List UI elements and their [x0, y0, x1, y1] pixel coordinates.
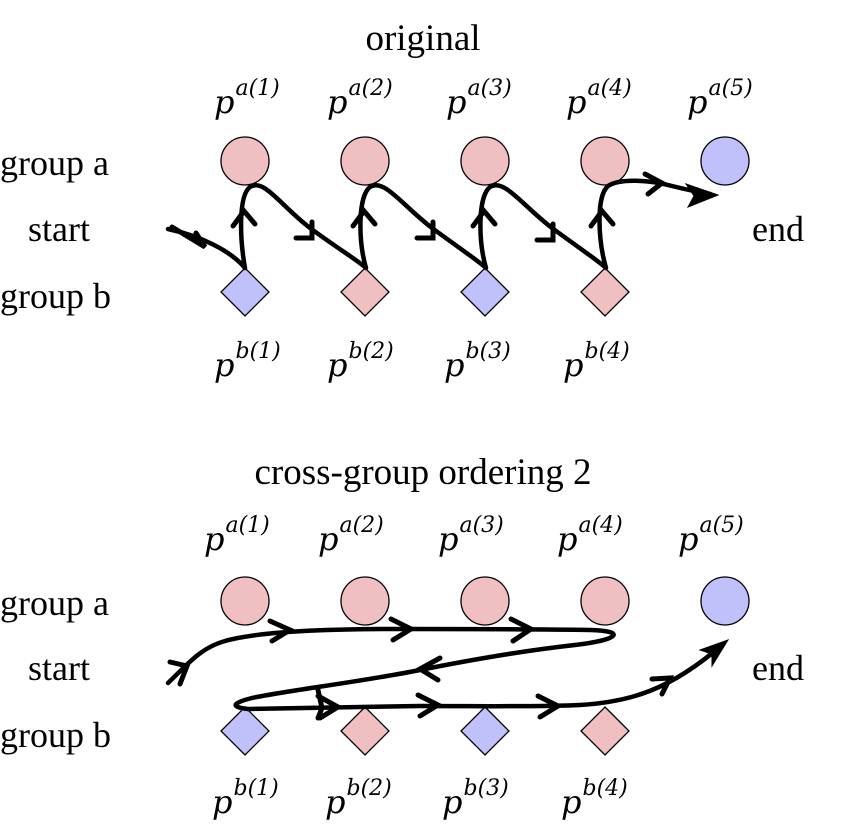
- node-pa5: [700, 136, 750, 186]
- label-group-a: group a: [0, 143, 109, 183]
- label-group-b: group b: [0, 276, 111, 316]
- arrow-back: [415, 655, 443, 683]
- node-pa3-cross: [460, 576, 510, 626]
- label-end-cross: end: [752, 648, 804, 688]
- arrow-bot-3: [535, 693, 564, 720]
- group-b-nodes-original: [220, 267, 630, 317]
- arrow-up-4: [588, 206, 616, 229]
- group-b-nodes-cross: [220, 706, 630, 756]
- node-pb1-cross: [220, 706, 270, 756]
- arrow-mid-top: [642, 171, 667, 197]
- bottom-node-labels-original: pb(1) pb(2) pb(3) pb(4): [214, 339, 630, 384]
- label-start: start: [28, 209, 90, 249]
- arrow-down-1: [293, 219, 315, 241]
- label-pa5-cross: pa(5): [678, 513, 744, 558]
- label-pb2-cross: pb(2): [325, 776, 392, 821]
- node-pb2-cross: [340, 706, 390, 756]
- arrow-start: [169, 224, 208, 250]
- label-group-a-cross: group a: [0, 583, 109, 623]
- panel-original: original pa(1) pa(2) pa(3) pa(4) pa(5) g…: [0, 18, 804, 384]
- label-pb4: pb(4): [563, 339, 630, 384]
- label-pb3-cross: pb(3): [442, 776, 509, 821]
- label-pa1-cross: pa(1): [204, 513, 270, 558]
- top-node-labels-original: pa(1) pa(2) pa(3) pa(4) pa(5): [214, 76, 753, 121]
- arrow-bot-2: [415, 692, 444, 719]
- path-arrows-cross: [167, 616, 730, 721]
- arrow-up-3: [470, 206, 498, 229]
- arrow-bot-1: [315, 693, 343, 721]
- label-pa4-cross: pa(4): [557, 513, 623, 558]
- arrow-down-3: [534, 221, 556, 243]
- node-pa4: [580, 136, 630, 186]
- label-start-cross: start: [28, 648, 90, 688]
- arrow-rise: [649, 675, 675, 697]
- node-pb4: [580, 267, 630, 317]
- path-arrows-original: [169, 171, 720, 250]
- arrow-top-2: [388, 616, 417, 643]
- arrow-end: [684, 183, 720, 208]
- panel-title-cross-group: cross-group ordering 2: [254, 452, 591, 493]
- ordering-path-original: [165, 178, 713, 271]
- node-pa1: [220, 136, 270, 186]
- node-pb2: [340, 267, 390, 317]
- label-pa1: pa(1): [214, 76, 280, 121]
- arrow-top-1: [267, 618, 296, 644]
- label-end: end: [752, 209, 804, 249]
- group-a-nodes-original: [220, 136, 750, 186]
- label-pb4-cross: pb(4): [561, 776, 628, 821]
- node-pb3: [460, 267, 510, 317]
- node-pa5-cross: [700, 576, 750, 626]
- panel-title-original: original: [365, 18, 480, 59]
- arrow-top-3: [508, 616, 536, 644]
- arrow-up-2: [350, 206, 378, 229]
- arrow-end-cross: [698, 639, 730, 668]
- arrow-down-2: [414, 219, 436, 241]
- label-group-b-cross: group b: [0, 715, 111, 755]
- label-pa3: pa(3): [446, 76, 512, 121]
- node-pa3: [460, 136, 510, 186]
- arrow-up-1: [230, 206, 258, 229]
- label-pb3: pb(3): [444, 339, 511, 384]
- label-pb1: pb(1): [214, 339, 281, 384]
- node-pb3-cross: [460, 706, 510, 756]
- label-pb1-cross: pb(1): [212, 776, 279, 821]
- node-pa1-cross: [220, 576, 270, 626]
- label-pb2: pb(2): [327, 339, 394, 384]
- label-pa3-cross: pa(3): [438, 513, 504, 558]
- label-pa5: pa(5): [687, 76, 753, 121]
- label-pa2: pa(2): [327, 76, 393, 121]
- node-pb4-cross: [580, 706, 630, 756]
- label-pa4: pa(4): [566, 76, 632, 121]
- arrow-start-cross: [167, 659, 191, 687]
- label-pa2-cross: pa(2): [318, 513, 384, 558]
- node-pb1: [220, 267, 270, 317]
- node-pa4-cross: [580, 576, 630, 626]
- node-pa2-cross: [340, 576, 390, 626]
- node-pa2: [340, 136, 390, 186]
- ordering-path-cross: [165, 626, 725, 712]
- group-a-nodes-cross: [220, 576, 750, 626]
- top-node-labels-cross: pa(1) pa(2) pa(3) pa(4) pa(5): [204, 513, 744, 558]
- panel-cross-group: cross-group ordering 2 pa(1) pa(2) pa(3)…: [0, 452, 804, 821]
- bottom-node-labels-cross: pb(1) pb(2) pb(3) pb(4): [212, 776, 628, 821]
